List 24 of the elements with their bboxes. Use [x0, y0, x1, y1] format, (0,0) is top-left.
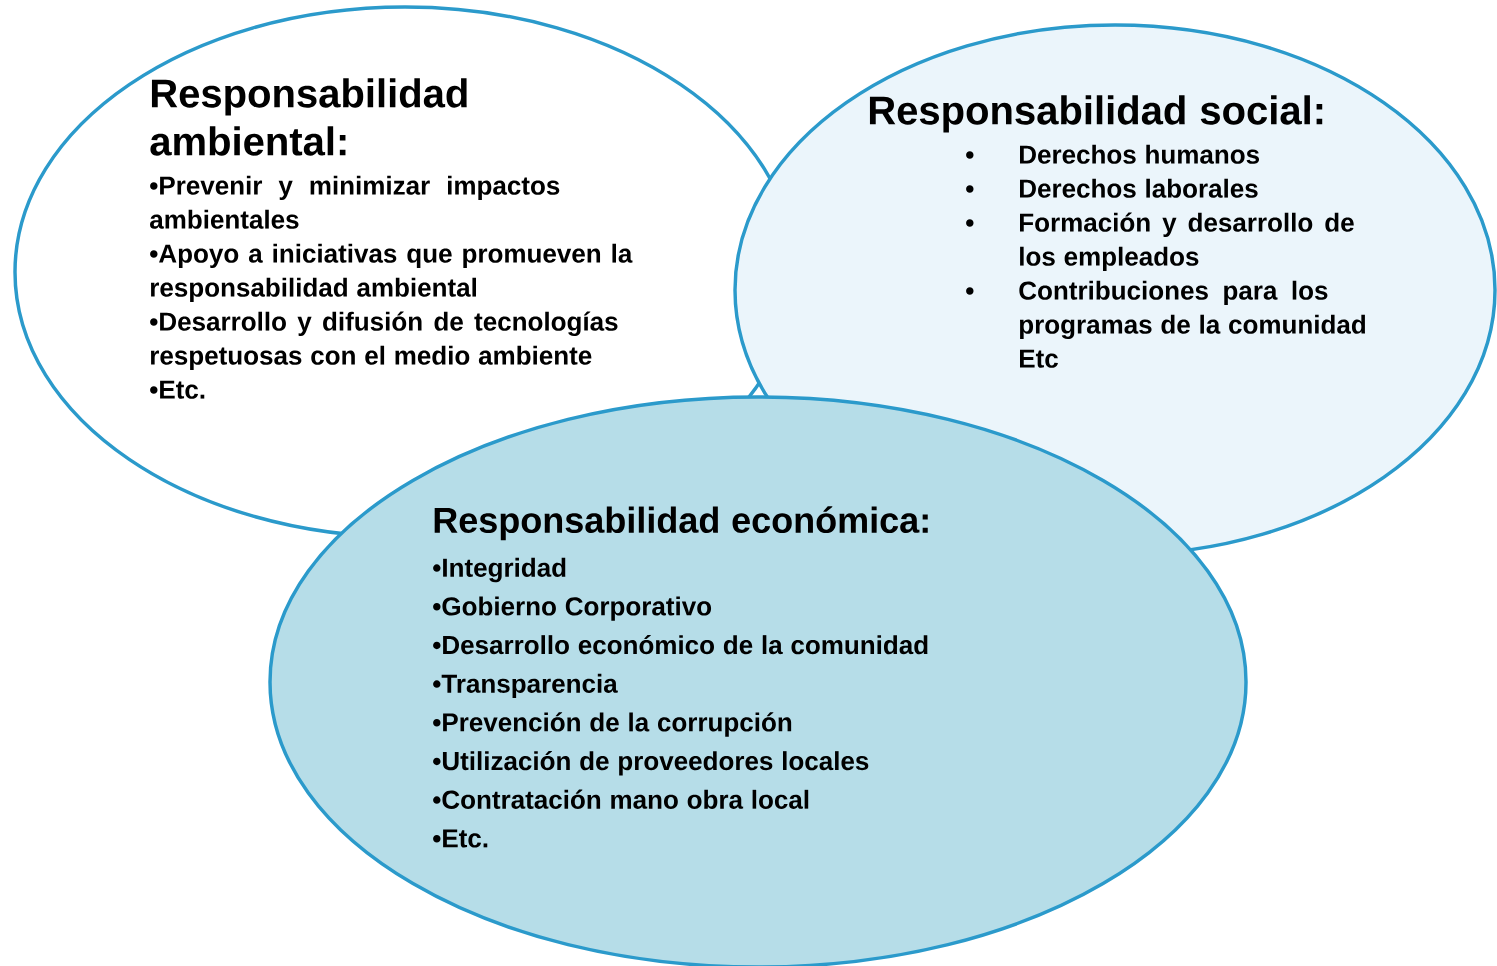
list-item: Formación y desarrollo de los empleados: [1020, 212, 1354, 271]
bullet: •: [966, 287, 974, 295]
heading: Responsabilidad económica:: [434, 506, 928, 541]
list-item: •Integridad: [433, 557, 566, 583]
bullet: •: [966, 185, 974, 193]
list-item: •Etc.: [150, 380, 205, 399]
list-item: Etc: [1020, 349, 1058, 368]
list-item: •Prevención de la corrupción: [433, 712, 792, 737]
list-item: •Desarrollo económico de la comunidad: [433, 634, 928, 655]
list-item: •Utilización de proveedores locales: [433, 750, 869, 776]
list-item: Derechos humanos: [1020, 144, 1259, 164]
list-item: •Contratación mano obra local: [433, 789, 809, 809]
bullet: •: [966, 219, 974, 227]
list-item: •Transparencia: [433, 673, 618, 699]
list-item: •Apoyo a iniciativas que promueven la responsabilidad ambiental: [150, 243, 633, 302]
list-item: Contribuciones para los programas de la comunidad: [1019, 280, 1365, 340]
list-item: •Desarrollo y difusión de tecnologías respetuosas con el medio ambiente: [150, 311, 618, 370]
bullet: •: [966, 151, 974, 159]
list-item: •Prevenir y minimizar impactos ambientales: [150, 175, 560, 229]
list-item: •Gobierno Corporativo: [433, 596, 712, 621]
list-item: Derechos laborales: [1020, 178, 1258, 198]
list-item: •Etc.: [433, 829, 488, 848]
heading: Responsabilidad social:: [869, 95, 1323, 133]
heading: Responsabilidad ambiental:: [150, 78, 467, 156]
